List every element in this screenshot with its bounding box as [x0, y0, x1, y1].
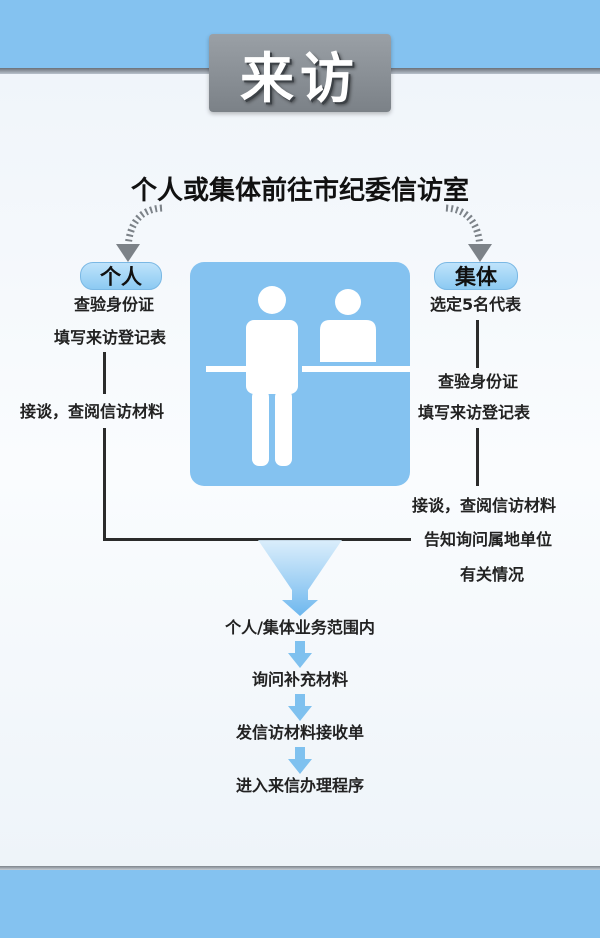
group-step-6: 有关情况: [460, 565, 525, 584]
group-label-pill: 集体: [434, 262, 518, 290]
title-banner: 来访: [209, 34, 391, 112]
individual-label: 个人: [100, 264, 142, 289]
group-label: 集体: [455, 264, 497, 289]
down-arrow-icon: [288, 694, 312, 721]
individual-connector-1: [103, 352, 106, 394]
page-title: 来访: [240, 45, 360, 110]
curved-arrow-icon-right: [445, 204, 492, 262]
bottom-divider: [0, 866, 600, 870]
reception-figures: [206, 286, 410, 466]
bottom-connector: [103, 538, 411, 541]
individual-label-pill: 个人: [80, 262, 162, 290]
visitor-reception-icon: [190, 262, 410, 486]
group-step-4: 接谈，查阅信访材料: [412, 496, 557, 515]
down-arrow-icon: [288, 747, 312, 774]
individual-step-2: 填写来访登记表: [54, 328, 167, 347]
group-connector-1: [476, 320, 479, 368]
group-step-3: 填写来访登记表: [418, 403, 531, 422]
group-step-2: 查验身份证: [438, 372, 519, 391]
group-connector-2: [476, 428, 479, 486]
headline: 个人或集体前往市纪委信访室: [130, 176, 469, 206]
individual-step-3: 接谈，查阅信访材料: [20, 402, 165, 421]
curved-arrow-icon-left: [116, 204, 163, 262]
individual-step-1: 查验身份证: [74, 295, 155, 314]
bottom-band: [0, 870, 600, 938]
flow-step-1: 个人/集体业务范围内: [225, 618, 375, 637]
flow-step-2: 询问补充材料: [251, 670, 348, 689]
down-arrow-icon: [288, 641, 312, 668]
group-step-5: 告知询问属地单位: [424, 530, 553, 549]
group-step-1: 选定5名代表: [430, 295, 522, 314]
individual-connector-2: [103, 428, 106, 541]
flow-step-4: 进入来信办理程序: [235, 776, 364, 795]
flow-step-3: 发信访材料接收单: [235, 723, 364, 742]
